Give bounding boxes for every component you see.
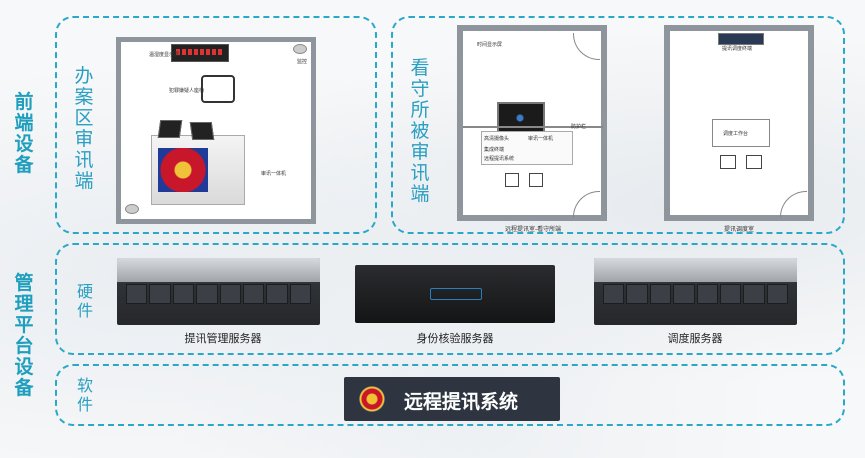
server-caption-1: 提讯管理服务器: [184, 332, 262, 345]
software-box: [55, 364, 845, 426]
detention-box-label: 看守所被审讯端: [410, 57, 430, 205]
chair-icon: [529, 173, 543, 187]
section-platform-label: 管理平台设备: [14, 272, 34, 399]
server-image-2: [355, 265, 555, 323]
rail-label: 防护栏: [571, 124, 587, 130]
camera-label: 监控: [297, 59, 308, 65]
interrogation-desk: [151, 135, 245, 205]
detention-room-drawing: 时间显示屏 防护栏 高清摄像头 审讯一体机 集成终端 远程提讯系统: [457, 25, 607, 221]
cabinet-label: 时间显示屏: [477, 42, 503, 48]
camera-icon: [125, 204, 139, 214]
door-icon: [780, 191, 807, 218]
door-icon: [573, 33, 600, 60]
guard-rail: [463, 126, 603, 128]
door-icon: [573, 191, 600, 218]
software-title: 远程提讯系统: [404, 391, 519, 413]
monitor-icon: [157, 120, 183, 138]
server-caption-2: 身份核验服务器: [416, 332, 494, 345]
dispatch-top-label: 提讯调度终端: [722, 46, 753, 52]
office-room-drawing: 温湿度显示屏 监控 犯罪嫌疑人座椅 审讯一体机: [116, 37, 316, 224]
hardware-box: [55, 243, 845, 355]
section-front-label: 前端设备: [14, 91, 34, 176]
suspect-chair-icon: [201, 75, 235, 103]
camera-icon: [293, 44, 307, 54]
chair-icon: [505, 173, 519, 187]
server-image-3: [594, 258, 797, 325]
brand-logo-icon: [430, 288, 482, 300]
dispatch-caption: 提讯调度室: [724, 226, 755, 233]
monitor-icon: [189, 122, 215, 140]
dispatch-terminal-screen: [718, 33, 764, 45]
screen-label: 温湿度显示屏: [149, 52, 180, 58]
hardware-label: 硬件: [76, 282, 93, 320]
detention-caption: 远程提讯室-看守所端: [505, 226, 562, 233]
server-caption-3: 调度服务器: [667, 332, 723, 345]
temperature-display: [171, 44, 229, 62]
chair-icon: [746, 155, 762, 169]
dispatch-desk: 调度工作台: [712, 119, 770, 147]
software-label: 软件: [76, 376, 93, 414]
chair-icon: [720, 155, 736, 169]
software-banner: 远程提讯系统: [344, 377, 560, 421]
detail-panel: 高清摄像头 审讯一体机 集成终端 远程提讯系统: [481, 131, 573, 165]
office-box: [55, 16, 377, 234]
office-box-label: 办案区审讯端: [74, 65, 94, 192]
desk-label: 审讯一体机: [261, 171, 287, 177]
detention-box: [391, 16, 845, 234]
police-emblem-icon: [359, 386, 385, 412]
server-image-1: [117, 258, 320, 325]
chair-label: 犯罪嫌疑人座椅: [169, 88, 205, 94]
dispatch-room-drawing: 提讯调度终端 调度工作台: [664, 25, 814, 221]
